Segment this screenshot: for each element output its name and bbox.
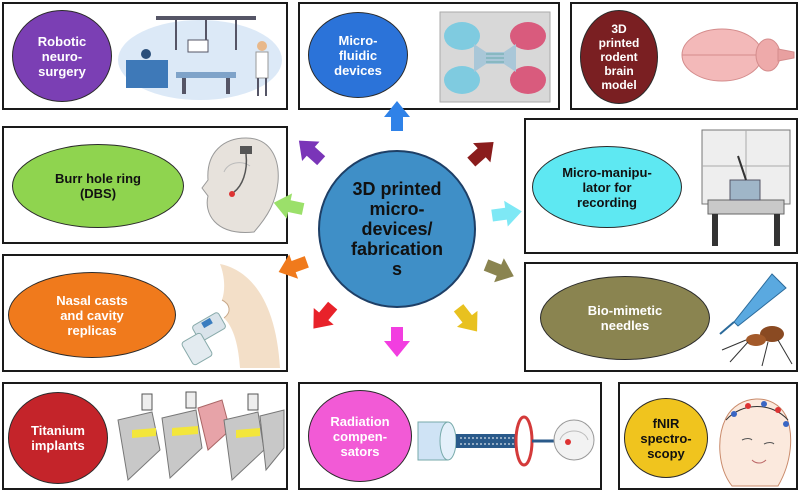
center-node: 3D printed micro- devices/ fabrication s <box>318 150 476 308</box>
node-label: 3D printed rodent brain model <box>598 22 640 92</box>
node-robotic-neurosurgery: Robotic neuro- surgery <box>12 10 112 102</box>
vertebrae-implant-illustration <box>117 391 285 482</box>
arrow-up-right <box>467 142 494 167</box>
node-titanium-implants: Titanium implants <box>8 392 108 484</box>
arrow-down-right <box>483 258 514 283</box>
node-label: Radiation compen- sators <box>330 413 390 459</box>
arrow-up <box>384 101 410 131</box>
fnir-head-cap-illustration <box>719 398 792 487</box>
node-label: Nasal casts and cavity replicas <box>56 292 128 338</box>
node-label: fNIR spectro- scopy <box>640 415 692 461</box>
panel-microfluidic-devices: Micro- fluidic devices <box>298 2 560 110</box>
head-dbs-illustration <box>201 137 279 233</box>
panel-micromanipulator: Micro-manipu- lator for recording <box>524 118 798 254</box>
panel-nasal-casts: Nasal casts and cavity replicas <box>2 254 288 372</box>
panel-rodent-brain-model: 3D printed rodent brain model <box>570 2 798 110</box>
arrow-left-low <box>278 254 309 279</box>
rodent-brain-illustration <box>681 28 795 82</box>
node-label: Robotic neuro- surgery <box>37 33 87 79</box>
panel-burr-hole-ring: Burr hole ring (DBS) <box>2 126 288 244</box>
center-label: 3D printed micro- devices/ fabrication s <box>350 179 443 279</box>
node-label: Micro- fluidic devices <box>334 32 382 78</box>
panel-titanium-implants: Titanium implants <box>2 382 288 490</box>
node-micromanipulator: Micro-manipu- lator for recording <box>532 146 682 228</box>
panel-fnir-spectroscopy: fNIR spectro- scopy <box>618 382 798 490</box>
arrow-down-right-low <box>453 304 478 332</box>
node-biomimetic-needles: Bio-mimetic needles <box>540 276 710 360</box>
node-fnir-spectroscopy: fNIR spectro- scopy <box>624 398 708 478</box>
node-radiation-compensators: Radiation compen- sators <box>308 390 412 482</box>
node-label: Bio-mimetic needles <box>587 303 663 333</box>
robotic-surgery-illustration <box>118 16 282 100</box>
arrow-up-left <box>298 140 326 166</box>
node-microfluidic-devices: Micro- fluidic devices <box>308 12 408 98</box>
micromanipulator-rig-illustration <box>701 129 791 246</box>
node-label: Burr hole ring (DBS) <box>55 171 141 201</box>
node-label: Titanium implants <box>31 423 85 453</box>
panel-biomimetic-needles: Bio-mimetic needles <box>524 262 798 372</box>
arrow-left <box>273 193 305 219</box>
panel-radiation-compensators: Radiation compen- sators <box>298 382 602 490</box>
arrow-right <box>491 200 522 227</box>
node-rodent-brain-model: 3D printed rodent brain model <box>580 10 658 104</box>
panel-robotic-neurosurgery: Robotic neuro- surgery <box>2 2 288 110</box>
node-burr-hole-ring: Burr hole ring (DBS) <box>12 144 184 228</box>
node-label: Micro-manipu- lator for recording <box>562 164 652 210</box>
mosquito-needle-illustration <box>719 273 793 367</box>
arrow-down-left <box>313 301 338 329</box>
node-nasal-casts: Nasal casts and cavity replicas <box>8 272 176 358</box>
radiation-beam-illustration <box>417 415 595 467</box>
arrow-down <box>384 327 410 357</box>
nasal-spray-illustration <box>181 264 280 368</box>
microfluidic-chip-illustration <box>439 11 551 103</box>
